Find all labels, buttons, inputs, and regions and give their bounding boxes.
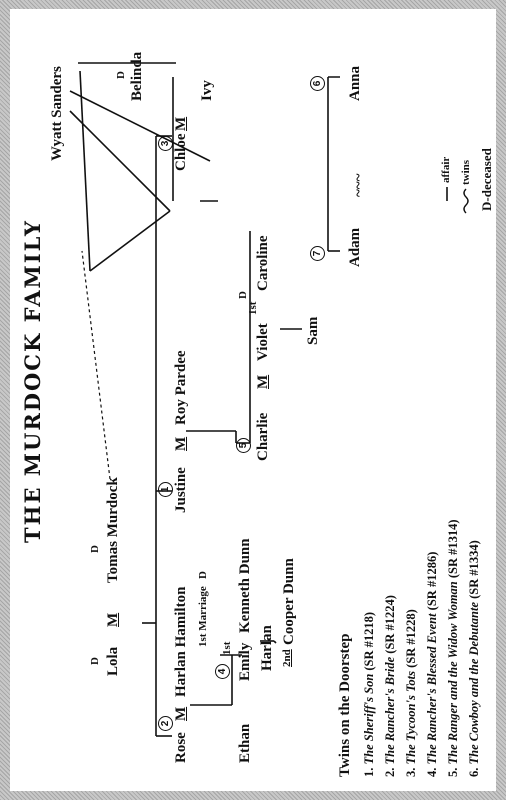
marriage-mark: M <box>173 706 189 721</box>
book-num: 6. <box>467 767 481 777</box>
book-circle-5: 5 <box>236 438 251 453</box>
book-circle-3: 3 <box>158 136 173 151</box>
list-item: 6. The Cowboy and the Debutante (SR #133… <box>467 540 482 777</box>
book-title: The Ranger and the Widow Woman <box>446 581 460 765</box>
twins-wave-mark: ~~~ <box>351 173 367 197</box>
person-charlie: Charlie <box>255 412 271 461</box>
first-marriage-label: 1st Marriage <box>197 586 209 647</box>
person-tomas: Tomas Murdock <box>105 477 121 583</box>
person-roy-pardee: Roy Pardee <box>173 350 189 425</box>
person-wyatt-sanders: Wyatt Sanders <box>49 66 65 161</box>
book-circle-6: 6 <box>310 76 325 91</box>
person-violet: Violet <box>255 323 271 361</box>
person-ethan: Ethan <box>237 723 253 763</box>
person-kenneth-dunn: Kenneth Dunn <box>237 538 253 633</box>
person-rose: Rose <box>173 732 189 763</box>
legend-twins: twins <box>460 159 472 185</box>
series-heading: Twins on the Doorstep <box>337 633 353 777</box>
marriage-mark: M <box>105 612 121 627</box>
book-title: The Tycoon's Tots <box>404 670 418 765</box>
first-marriage-mark: 1st <box>247 301 259 315</box>
marriage-mark: M <box>173 116 189 131</box>
book-ref: (SR #1334) <box>467 540 481 599</box>
person-harlan-hamilton: Harlan Hamilton <box>173 586 189 697</box>
person-justine: Justine <box>173 467 189 513</box>
book-circle-1: 1 <box>158 482 173 497</box>
marriage-mark: M <box>173 436 189 451</box>
legend-deceased: D-deceased <box>479 148 494 211</box>
person-caroline: Caroline <box>255 235 271 291</box>
list-item: 2. The Rancher's Bride (SR #1224) <box>383 595 398 777</box>
book-title: The Rancher's Blessed Event <box>425 613 439 765</box>
deceased-mark-violet: D <box>237 291 249 299</box>
person-sam: Sam <box>305 316 321 345</box>
deceased-mark-tomas: D <box>89 545 101 553</box>
second-marriage-mark: 2nd <box>281 649 293 667</box>
book-num: 1. <box>362 767 376 777</box>
tree-lines <box>69 62 469 737</box>
book-ref: (SR #1224) <box>383 595 397 654</box>
deceased-mark-belinda: D <box>115 71 127 79</box>
person-ivy: Ivy <box>199 80 215 101</box>
person-lola: Lola <box>105 646 121 676</box>
book-num: 3. <box>404 767 418 777</box>
person-chloe: Chloe <box>173 133 189 172</box>
person-harlan: Harlan <box>259 625 275 671</box>
person-emily: Emily <box>237 642 253 681</box>
list-item: 4. The Rancher's Blessed Event (SR #1286… <box>425 552 440 777</box>
book-title: The Cowboy and the Debutante <box>467 601 481 765</box>
book-num: 2. <box>383 767 397 777</box>
book-ref: (SR #1314) <box>446 519 460 579</box>
list-item: 3. The Tycoon's Tots (SR #1228) <box>404 609 419 777</box>
family-tree-card: THE MURDOCK FAMILY D Lola M D Tomas Murd… <box>10 9 496 791</box>
book-circle-2: 2 <box>158 716 173 731</box>
book-ref: (SR #1218) <box>362 611 376 671</box>
list-item: 5. The Ranger and the Widow Woman (SR #1… <box>446 519 461 777</box>
book-title: The Sheriff's Son <box>362 673 376 765</box>
book-num: 4. <box>425 767 439 777</box>
first-marriage-mark: 1st <box>221 641 233 655</box>
page-title: THE MURDOCK FAMILY <box>20 218 45 543</box>
family-tree-canvas: THE MURDOCK FAMILY D Lola M D Tomas Murd… <box>10 9 496 791</box>
book-num: 5. <box>446 767 460 777</box>
person-adam: Adam <box>347 227 363 267</box>
book-ref: (SR #1228) <box>404 609 418 668</box>
book-ref: (SR #1286) <box>425 551 439 611</box>
person-cooper-dunn: Cooper Dunn <box>281 558 297 645</box>
list-item: 1. The Sheriff's Son (SR #1218) <box>362 612 377 777</box>
person-belinda: Belinda <box>129 51 145 101</box>
person-anna: Anna <box>347 65 363 101</box>
marriage-mark: M <box>255 374 271 389</box>
legend-affair: affair <box>440 156 452 183</box>
deceased-mark-lola: D <box>89 657 101 665</box>
book-circle-7: 7 <box>310 246 325 261</box>
book-circle-4: 4 <box>215 664 230 679</box>
deceased-mark: D <box>197 571 209 579</box>
book-title: The Rancher's Bride <box>383 656 397 765</box>
